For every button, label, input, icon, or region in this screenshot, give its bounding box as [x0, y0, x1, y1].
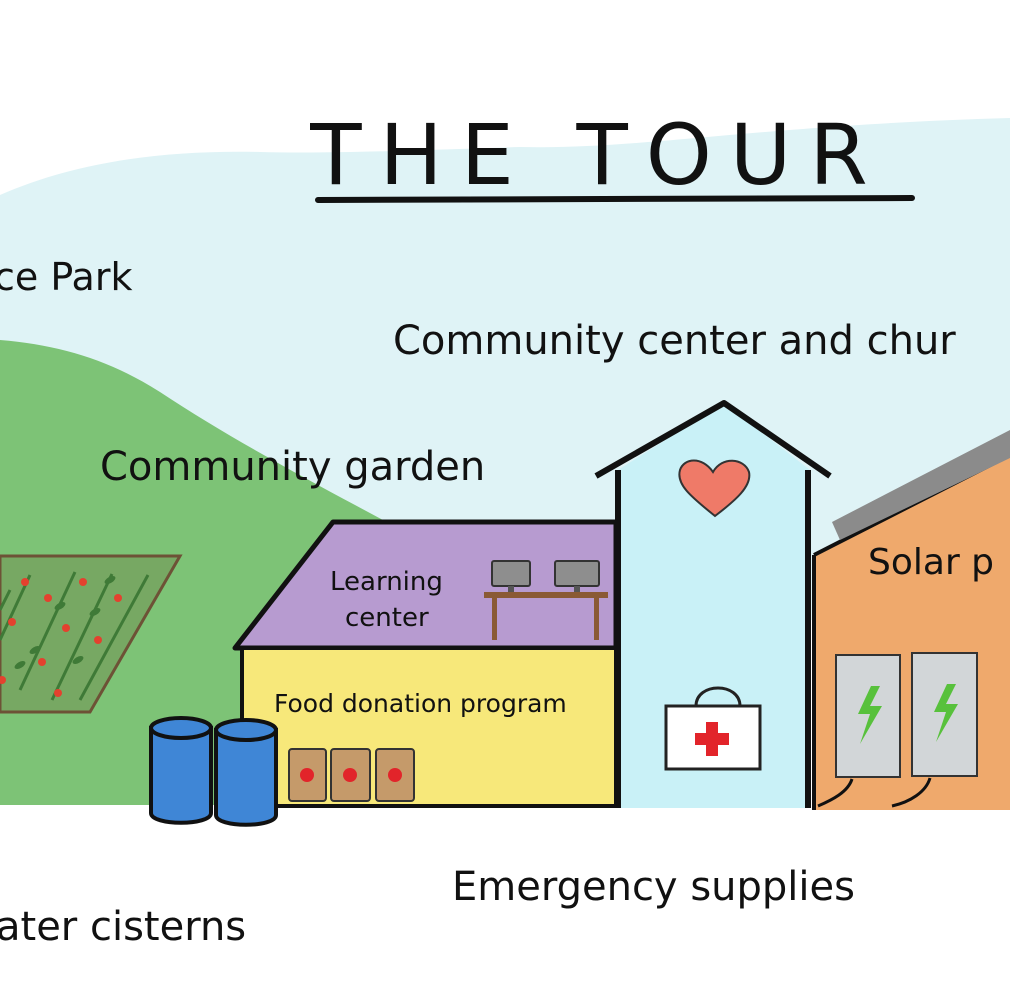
water-barrel-icon [149, 716, 213, 825]
title-underline [315, 195, 915, 203]
label-community-center: Community center and chur [393, 318, 956, 364]
solar-roof [832, 430, 1010, 540]
heart-icon [678, 459, 751, 518]
label-emergency-supplies: Emergency supplies [452, 864, 855, 910]
label-food-donation: Food donation program [274, 689, 567, 718]
label-learning-center-1: Learning [330, 567, 443, 597]
food-bag-icon [288, 748, 327, 802]
computer-monitor-icon [491, 560, 531, 592]
first-aid-kit-icon [664, 686, 762, 771]
label-solar: Solar p [868, 542, 994, 583]
label-learning-center-2: center [345, 603, 429, 633]
computer-monitor-icon [554, 560, 600, 592]
food-bag-icon [330, 748, 371, 802]
label-water-cisterns: ater cisterns [0, 904, 246, 950]
solar-panel-icon [891, 652, 978, 808]
label-community-garden: Community garden [100, 444, 485, 490]
garden-plot [0, 554, 183, 714]
solar-panel-icon [817, 654, 901, 808]
page-title: THE TOUR [309, 106, 886, 204]
water-barrel-icon [214, 718, 278, 827]
food-bag-icon [375, 748, 415, 802]
label-park: ce Park [0, 255, 132, 299]
